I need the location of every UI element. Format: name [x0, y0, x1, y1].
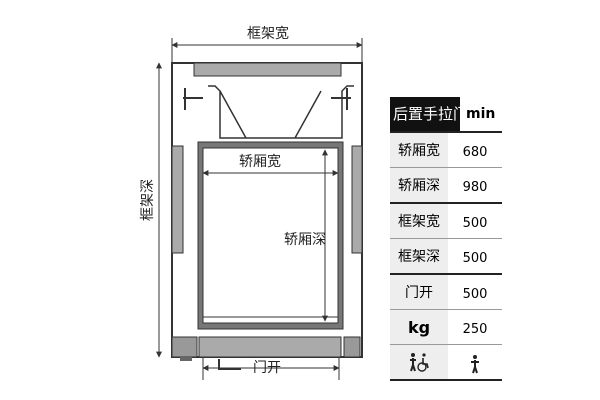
row-value: 500: [462, 250, 488, 266]
table-row: 门开 500: [390, 275, 502, 310]
row-label: 门开: [390, 275, 448, 309]
handle-icon: [180, 357, 192, 361]
spec-table: 后置手拉门 min 轿厢宽 680 轿厢深 980 框架宽 500 框架深 500 门开…: [390, 97, 502, 381]
row-label: 轿厢宽: [390, 133, 448, 167]
car-depth-label: 轿厢深: [284, 232, 326, 248]
frame-width-label: 框架宽: [247, 25, 289, 42]
sill-door: [198, 336, 342, 358]
row-value: 500: [462, 286, 488, 302]
car-width-label: 轿厢宽: [239, 153, 281, 170]
unit-header: min: [466, 106, 496, 122]
table-row: 轿厢深 980: [390, 168, 502, 204]
right-rail-icon: [331, 88, 351, 110]
table-row: [390, 345, 502, 381]
left-guide-panel: [171, 145, 184, 254]
top-beam: [193, 62, 342, 77]
sling-bracket: [208, 85, 354, 139]
table-row: 框架深 500: [390, 239, 502, 275]
row-value: 500: [462, 215, 488, 231]
sill-right: [343, 336, 361, 358]
row-value: 680: [462, 144, 488, 160]
row-value: 250: [462, 321, 488, 337]
table-row: kg 250: [390, 310, 502, 345]
left-rail-icon: [183, 88, 203, 110]
table-row: 轿厢宽 680: [390, 133, 502, 168]
door-open-label: 门开: [253, 360, 281, 376]
car-interior: [202, 147, 339, 324]
wheelchair-person-icon: [390, 345, 448, 379]
frame-depth-label: 框架深: [140, 179, 156, 221]
table-row: 框架宽 500: [390, 204, 502, 239]
row-value: 980: [462, 179, 488, 195]
row-label: 框架深: [390, 239, 448, 273]
door-type-header: 后置手拉门: [390, 97, 468, 131]
row-label: 框架宽: [390, 204, 448, 238]
right-guide-panel: [351, 145, 363, 254]
table-header: 后置手拉门 min: [390, 97, 502, 133]
row-label: kg: [390, 310, 448, 344]
person-icon: [448, 345, 502, 379]
sill-left: [171, 336, 198, 358]
row-label: 轿厢深: [390, 168, 448, 202]
